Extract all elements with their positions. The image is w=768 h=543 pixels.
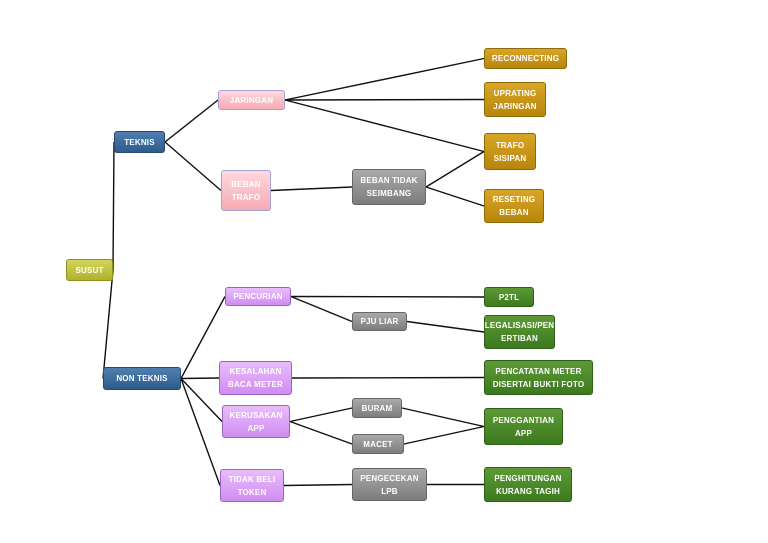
node-beban-trafo[interactable]: BEBAN TRAFO	[221, 170, 271, 211]
edge-pencurian-p2tl	[290, 295, 485, 298]
node-legalisasi-penertiban[interactable]: LEGALISASI/PEN ERTIBAN	[484, 315, 555, 349]
node-buram[interactable]: BURAM	[352, 398, 402, 418]
node-pencurian[interactable]: PENCURIAN	[225, 287, 291, 306]
node-penghitungan-kurang-tagih[interactable]: PENGHITUNGAN KURANG TAGIH	[484, 467, 572, 502]
node-kerusakan-app[interactable]: KERUSAKAN APP	[222, 405, 290, 438]
edge-non_teknis-tidak_beli_token	[180, 378, 221, 486]
edge-teknis-jaringan	[164, 99, 219, 143]
edge-non_teknis-kerusakan_app	[180, 378, 223, 422]
edge-non_teknis-kesalahan_baca_meter	[180, 377, 220, 380]
node-non-teknis[interactable]: NON TEKNIS	[103, 367, 181, 390]
node-penggantian-app[interactable]: PENGGANTIAN APP	[484, 408, 563, 445]
edge-tidak_beli_token-pengecekan_lpb	[283, 483, 353, 487]
node-jaringan[interactable]: JARINGAN	[218, 90, 285, 110]
edge-beban_trafo-beban_tidak_seimbang	[270, 186, 353, 192]
edge-susut-non_teknis	[102, 269, 114, 379]
node-pengecekan-lpb[interactable]: PENGECEKAN LPB	[352, 468, 427, 501]
edge-non_teknis-pencurian	[180, 296, 226, 379]
node-kesalahan-baca-meter[interactable]: KESALAHAN BACA METER	[219, 361, 292, 395]
node-teknis[interactable]: TEKNIS	[114, 131, 165, 153]
edge-buram-penggantian_app	[401, 407, 485, 428]
edge-jaringan-trafo_sisipan	[284, 99, 485, 153]
edge-teknis-beban_trafo	[164, 141, 222, 192]
edge-pencurian-pju_liar	[290, 295, 353, 323]
node-tidak-beli-token[interactable]: TIDAK BELI TOKEN	[220, 469, 284, 502]
edge-jaringan-reconnecting	[284, 57, 485, 101]
node-reconnecting[interactable]: RECONNECTING	[484, 48, 567, 69]
node-reseting-beban[interactable]: RESETING BEBAN	[484, 189, 544, 223]
node-macet[interactable]: MACET	[352, 434, 404, 454]
node-uprating-jaringan[interactable]: UPRATING JARINGAN	[484, 82, 546, 117]
edge-pju_liar-legalisasi	[406, 320, 485, 333]
edge-kesalahan_baca_meter-pencatatan_meter	[291, 376, 485, 379]
edge-kerusakan_app-buram	[289, 407, 353, 423]
edge-susut-teknis	[112, 141, 115, 271]
node-susut[interactable]: SUSUT	[66, 259, 113, 281]
node-pencatatan-meter[interactable]: PENCATATAN METER DISERTAI BUKTI FOTO	[484, 360, 593, 395]
node-p2tl[interactable]: P2TL	[484, 287, 534, 307]
edge-macet-penggantian_app	[403, 425, 485, 445]
edge-jaringan-uprating_jaringan	[284, 98, 485, 101]
node-trafo-sisipan[interactable]: TRAFO SISIPAN	[484, 133, 536, 170]
node-beban-tidak-seimbang[interactable]: BEBAN TIDAK SEIMBANG	[352, 169, 426, 205]
edge-beban_tidak_seimbang-reseting_beban	[425, 186, 485, 207]
node-pju-liar[interactable]: PJU LIAR	[352, 312, 407, 331]
edge-kerusakan_app-macet	[289, 420, 353, 445]
edge-beban_tidak_seimbang-trafo_sisipan	[425, 150, 485, 188]
